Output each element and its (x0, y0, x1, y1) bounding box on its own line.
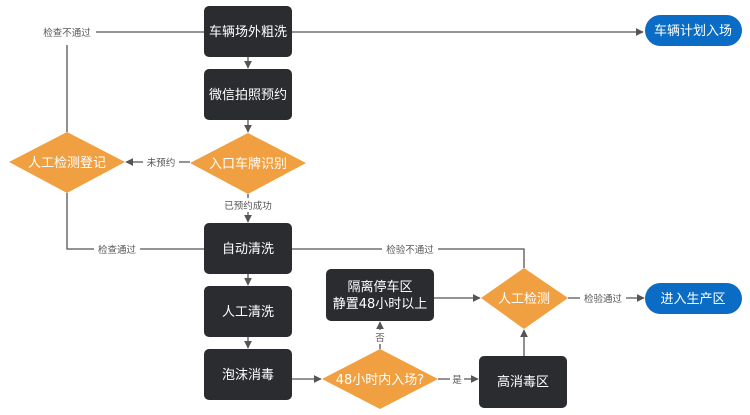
edge-label-verify-pass: 检验通过 (580, 291, 626, 305)
svg-text:是: 是 (452, 375, 462, 386)
svg-text:检查不通过: 检查不通过 (43, 27, 91, 39)
svg-text:车辆场外粗洗: 车辆场外粗洗 (209, 24, 287, 40)
svg-text:检验不通过: 检验不通过 (386, 244, 434, 256)
node-wechat-booking[interactable]: 微信拍照预约 (204, 69, 292, 120)
svg-text:人工检测: 人工检测 (498, 292, 550, 307)
svg-text:静置48小时以上: 静置48小时以上 (333, 297, 428, 312)
edge-label-no: 否 (373, 330, 387, 344)
svg-text:微信拍照预约: 微信拍照预约 (209, 88, 287, 103)
node-auto-wash[interactable]: 自动清洗 (204, 223, 292, 274)
svg-text:48小时内入场?: 48小时内入场? (336, 372, 424, 388)
node-isolation-parking[interactable]: 隔离停车区 静置48小时以上 (326, 269, 434, 321)
svg-text:隔离停车区: 隔离停车区 (347, 279, 412, 295)
node-enter-production[interactable]: 进入生产区 (645, 283, 742, 314)
svg-text:自动清洗: 自动清洗 (222, 242, 274, 257)
edge-label-not-booked: 未预约 (143, 155, 179, 169)
node-high-disinfect[interactable]: 高消毒区 (479, 356, 567, 408)
svg-text:入口车牌识别: 入口车牌识别 (209, 156, 287, 172)
svg-text:进入生产区: 进入生产区 (660, 292, 725, 307)
svg-text:否: 否 (375, 333, 385, 344)
edge-label-booked-success: 已预约成功 (220, 198, 276, 212)
node-manual-inspection[interactable]: 人工检测 (481, 268, 568, 329)
node-foam-disinfect[interactable]: 泡沫消毒 (204, 349, 292, 400)
edge-inspection-to-auto-wash (292, 248, 525, 268)
svg-text:未预约: 未预约 (147, 157, 176, 169)
node-within-48h[interactable]: 48小时内入场? (322, 349, 438, 409)
svg-text:高消毒区: 高消毒区 (497, 374, 549, 390)
svg-text:检验通过: 检验通过 (584, 293, 623, 305)
node-plate-recognition[interactable]: 入口车牌识别 (190, 133, 306, 194)
node-manual-register[interactable]: 人工检测登记 (9, 132, 125, 193)
node-manual-wash[interactable]: 人工清洗 (204, 286, 292, 337)
edge-label-yes: 是 (450, 372, 464, 386)
node-planned-entry[interactable]: 车辆计划入场 (645, 15, 742, 46)
svg-text:检查通过: 检查通过 (98, 244, 137, 256)
svg-text:车辆计划入场: 车辆计划入场 (654, 23, 732, 39)
svg-text:人工检测登记: 人工检测登记 (28, 156, 106, 171)
node-rough-wash[interactable]: 车辆场外粗洗 (204, 6, 292, 57)
svg-text:已预约成功: 已预约成功 (224, 200, 272, 212)
svg-text:人工清洗: 人工清洗 (222, 305, 274, 320)
svg-text:泡沫消毒: 泡沫消毒 (222, 368, 274, 383)
edge-manual-register-to-auto-wash (66, 193, 204, 250)
edge-label-inspect-fail-top: 检查不通过 (38, 25, 96, 39)
edge-label-inspect-pass: 检查通过 (94, 242, 140, 256)
edge-label-verify-fail: 检验不通过 (382, 242, 438, 256)
